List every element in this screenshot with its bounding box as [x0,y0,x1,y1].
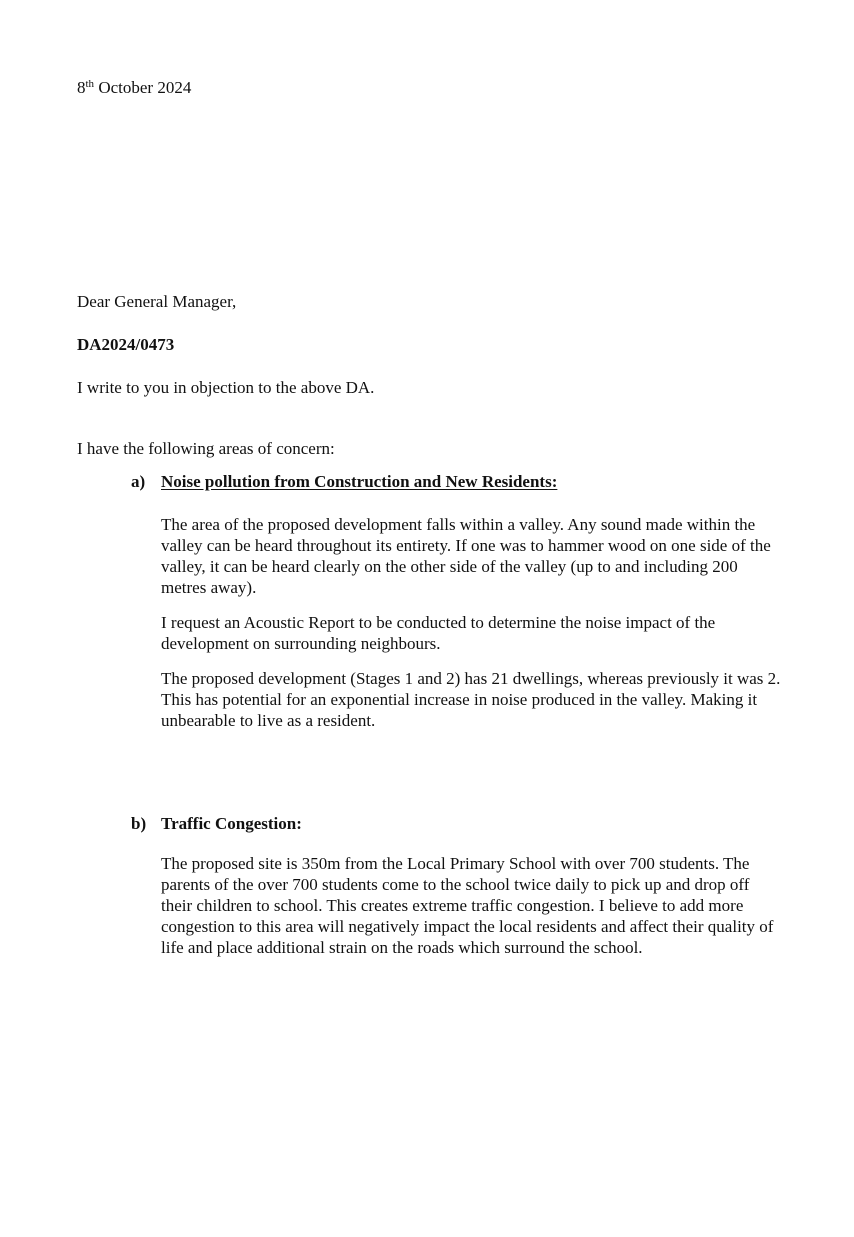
section-a-title: Noise pollution from Construction and Ne… [161,472,558,491]
da-reference: DA2024/0473 [77,335,175,354]
section-a-paragraph-3: The proposed development (Stages 1 and 2… [161,669,781,730]
date-day: 8 [77,78,86,97]
section-b-marker: b) [131,814,147,833]
salutation: Dear General Manager, [77,292,237,311]
section-b-title: Traffic Congestion: [161,814,302,833]
section-b-heading: b) Traffic Congestion: [131,813,302,834]
section-b-paragraph-1: The proposed site is 350m from the Local… [161,854,774,957]
section-a-paragraph-1: The area of the proposed development fal… [161,515,771,597]
section-a-heading: a) Noise pollution from Construction and… [131,471,557,492]
letter-date: 8th October 2024 [77,77,191,98]
section-a-paragraph-2: I request an Acoustic Report to be condu… [161,613,716,653]
date-month-year: October 2024 [94,78,192,97]
section-a-marker: a) [131,472,146,491]
concerns-lead: I have the following areas of concern: [77,439,335,458]
date-suffix: th [85,78,95,90]
intro-sentence: I write to you in objection to the above… [77,378,375,397]
